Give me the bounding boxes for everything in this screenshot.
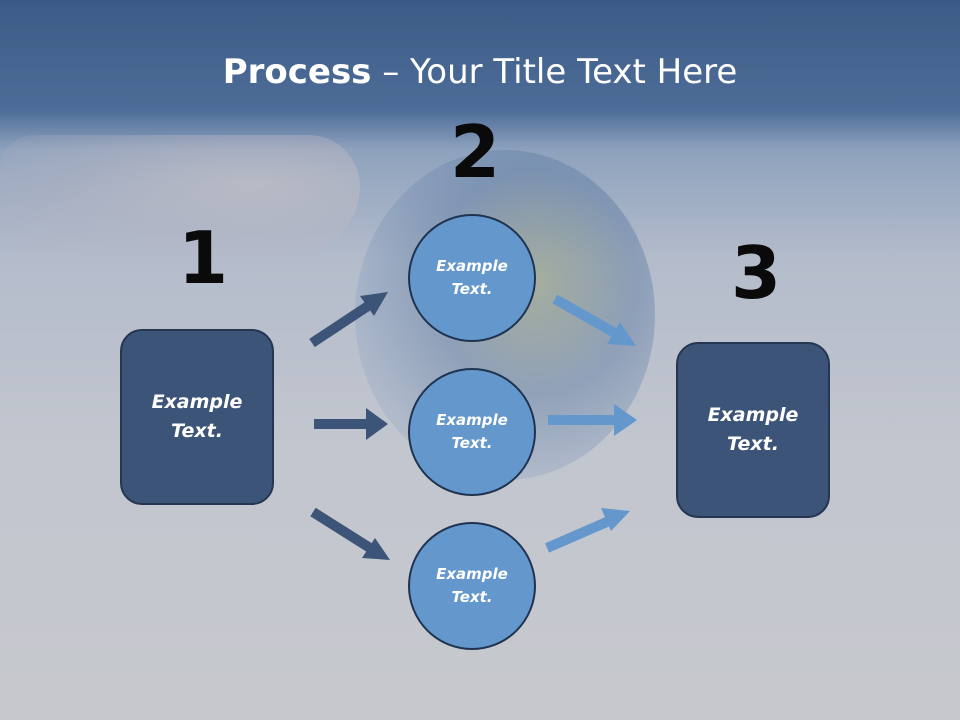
step-3-label-line1: Example xyxy=(707,404,799,426)
circle-bottom-label-line2: Text. xyxy=(451,588,493,606)
arrow-1-to-bottom xyxy=(310,507,390,560)
arrow-bottom-to-3 xyxy=(545,508,630,553)
circle-bottom-label-line1: Example xyxy=(436,565,508,583)
title-rest: – Your Title Text Here xyxy=(371,52,738,92)
slide-title: Process – Your Title Text Here xyxy=(0,52,960,92)
arrow-1-to-top xyxy=(309,292,388,348)
step-number-2: 2 xyxy=(450,110,501,194)
step-1-label-line1: Example xyxy=(151,391,243,413)
arrow-1-to-middle xyxy=(314,408,388,440)
circle-top-label-line2: Text. xyxy=(451,280,493,298)
title-strong: Process xyxy=(222,52,372,92)
circle-middle-label-line2: Text. xyxy=(451,434,493,452)
step-number-1: 1 xyxy=(178,216,229,300)
arrow-top-to-3 xyxy=(552,294,636,346)
arrow-middle-to-3 xyxy=(548,404,637,436)
step-1-label-line2: Text. xyxy=(171,420,223,442)
step-3-label-line2: Text. xyxy=(727,433,779,455)
circle-middle-label-line1: Example xyxy=(436,411,508,429)
circle-top-label-line1: Example xyxy=(436,257,508,275)
step-number-3: 3 xyxy=(731,231,782,315)
background-hand-image xyxy=(0,135,360,255)
